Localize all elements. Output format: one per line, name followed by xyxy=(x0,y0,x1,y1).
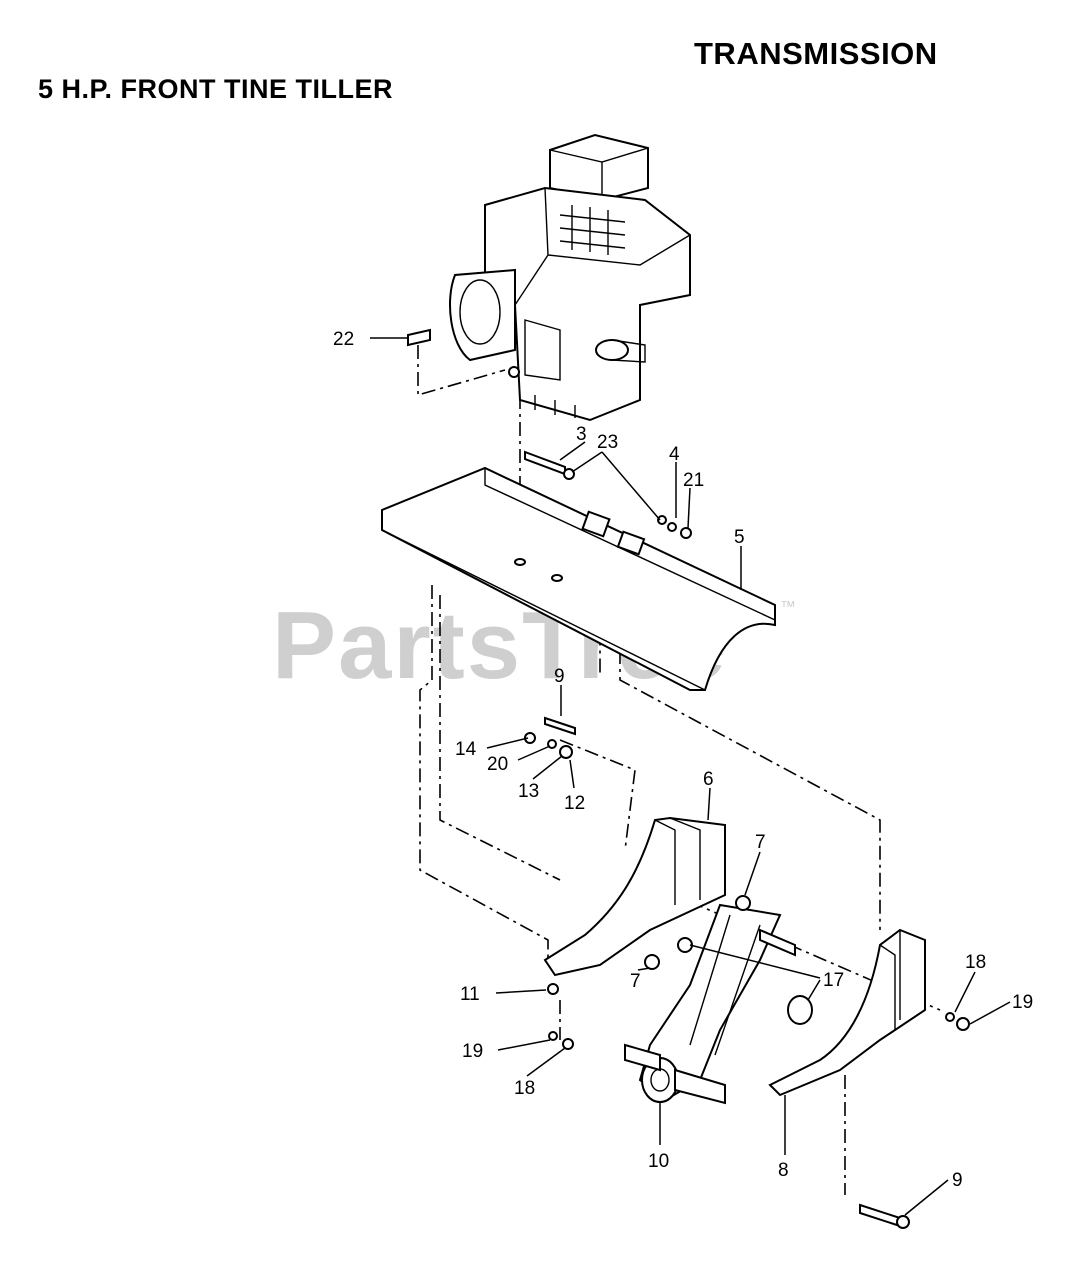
callout-17: 17 xyxy=(823,970,844,991)
callout-7-upper: 7 xyxy=(755,832,766,853)
tine-shield xyxy=(381,466,776,691)
callout-20: 20 xyxy=(487,754,508,775)
callout-leaders xyxy=(370,337,1011,1216)
callout-3: 3 xyxy=(576,424,587,445)
watermark-trademark: ™ xyxy=(780,599,796,616)
callout-4: 4 xyxy=(669,444,680,465)
engine xyxy=(449,133,691,422)
callout-21: 21 xyxy=(683,470,704,491)
left-tine-hub xyxy=(543,816,726,977)
callout-22: 22 xyxy=(333,329,354,350)
callout-8: 8 xyxy=(778,1160,789,1181)
callout-19-right: 19 xyxy=(1012,992,1033,1013)
transmission-housing xyxy=(624,903,782,1105)
right-tine-bracket xyxy=(768,928,926,1097)
callout-23: 23 xyxy=(597,432,618,453)
section-title: TRANSMISSION xyxy=(694,36,938,71)
callout-labels: 22 3 23 4 21 5 9 14 20 13 12 6 7 17 7 18… xyxy=(333,329,1033,1191)
callout-19-left: 19 xyxy=(462,1041,483,1062)
diagram-title: 5 H.P. FRONT TINE TILLER xyxy=(38,74,394,104)
callout-18-right: 18 xyxy=(965,952,986,973)
callout-13: 13 xyxy=(518,781,539,802)
callout-9-lower: 9 xyxy=(952,1170,963,1191)
callout-9-upper: 9 xyxy=(554,666,565,687)
callout-18-left: 18 xyxy=(514,1078,535,1099)
callout-10: 10 xyxy=(648,1151,669,1172)
hardware xyxy=(407,328,970,1229)
callout-6: 6 xyxy=(703,769,714,790)
callout-12: 12 xyxy=(564,793,585,814)
callout-7-lower: 7 xyxy=(630,971,641,992)
callout-5: 5 xyxy=(734,527,745,548)
callout-11: 11 xyxy=(460,984,480,1005)
callout-14: 14 xyxy=(455,739,477,760)
